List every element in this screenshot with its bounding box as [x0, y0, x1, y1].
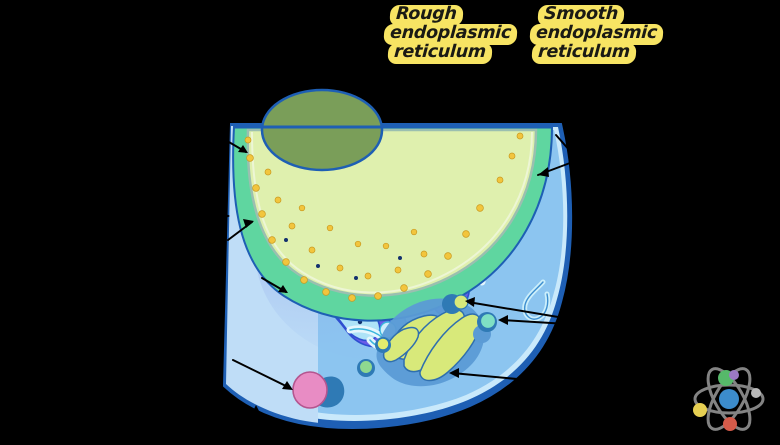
atom-sphere-yellow [693, 403, 707, 417]
vesicle-dual-blue-yellow [442, 294, 469, 314]
golgi-apparatus [376, 298, 491, 387]
vesicle-green-round [477, 312, 497, 332]
atom-sphere-gray [751, 388, 761, 398]
atom-logo-watermark [693, 367, 765, 431]
vesicle-small-green-left [357, 359, 375, 377]
nuclear-envelope-highlight [251, 131, 533, 294]
nuclear-envelope-dark-dots [284, 238, 402, 280]
arrow-secretory-vesicle [232, 359, 291, 389]
atom-core [719, 389, 739, 409]
vesicle-small-yellow [375, 337, 391, 353]
membrane-invagination-line [524, 281, 549, 320]
atom-sphere-purple [729, 370, 739, 380]
secretory-vesicle-pink [292, 371, 345, 409]
nucleolus [260, 88, 384, 172]
nuclear-envelope-ribosomes [244, 132, 524, 302]
pointer-arrows [195, 134, 601, 425]
transport-vesicles [292, 294, 497, 409]
arrow-smooth-er [537, 134, 580, 176]
atom-sphere-red [723, 417, 737, 431]
arrow-vesicle-1 [467, 301, 601, 325]
arrow-vesicle-2 [500, 319, 601, 327]
nucleus [232, 88, 554, 322]
arrow-golgi [451, 372, 561, 384]
